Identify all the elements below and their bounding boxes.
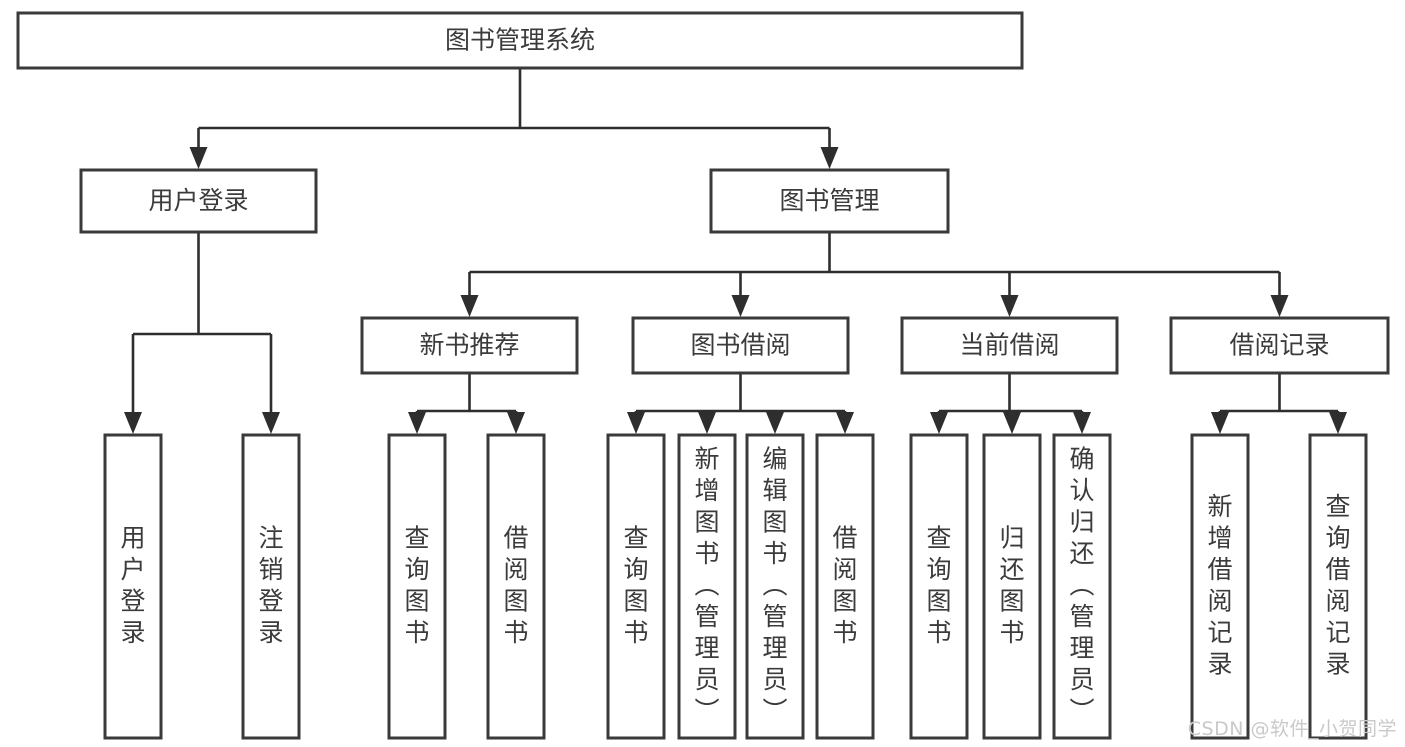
csdn-watermark: CSDN @软件_小贺同学 <box>1187 718 1397 740</box>
node-current-borrow-label: 当前借阅 <box>959 331 1059 360</box>
leaf-node-label: 编辑图书︵管理员︶ <box>762 445 787 726</box>
node-borrow-record-label: 借阅记录 <box>1229 331 1329 360</box>
leaf-node-box <box>982 433 1042 740</box>
node-new-book-recommend[interactable]: 新书推荐 <box>360 316 579 375</box>
leaf-node-label: 查询图书 <box>404 523 429 647</box>
leaf-node-leaf-user-login[interactable]: 用户登录 <box>103 433 163 740</box>
leaf-node-box <box>677 433 737 740</box>
node-user-login-label: 用户登录 <box>148 186 248 215</box>
leaf-node-label: 查询借阅记录 <box>1325 492 1350 679</box>
root-node-root-box <box>16 11 1024 70</box>
arrow-head-icon <box>1073 412 1091 434</box>
arrow-head-icon <box>460 295 479 317</box>
root-node-root-label: 图书管理系统 <box>445 26 595 55</box>
arrow-head-icon <box>731 295 750 317</box>
arrow-head-icon <box>836 412 854 434</box>
leaf-node-leaf-edit-book[interactable]: 编辑图书︵管理员︶ <box>745 433 805 740</box>
node-layer: 图书管理系统用户登录图书管理新书推荐图书借阅当前借阅借阅记录用户登录注销登录查询… <box>16 11 1390 740</box>
leaf-node-leaf-return-book[interactable]: 归还图书 <box>982 433 1042 740</box>
node-borrow-record[interactable]: 借阅记录 <box>1169 316 1390 375</box>
leaf-node-box <box>909 433 969 740</box>
leaf-node-leaf-add-record[interactable]: 新增借阅记录 <box>1190 433 1250 740</box>
leaf-node-leaf-query-book-2[interactable]: 查询图书 <box>606 433 666 740</box>
arrow-head-icon <box>507 412 525 434</box>
leaf-node-leaf-borrow-book-2[interactable]: 借阅图书 <box>815 433 875 740</box>
arrow-head-icon <box>262 412 280 434</box>
leaf-node-box <box>103 433 163 740</box>
arrow-head-icon <box>1000 295 1019 317</box>
leaf-node-box <box>1308 433 1368 740</box>
arrow-head-icon <box>627 412 645 434</box>
node-current-borrow-box <box>900 316 1119 375</box>
leaf-node-box <box>745 433 805 740</box>
leaf-node-leaf-query-book-1[interactable]: 查询图书 <box>387 433 447 740</box>
leaf-node-leaf-query-record[interactable]: 查询借阅记录 <box>1308 433 1368 740</box>
leaf-node-box <box>815 433 875 740</box>
node-current-borrow[interactable]: 当前借阅 <box>900 316 1119 375</box>
arrow-head-icon <box>124 412 142 434</box>
leaf-node-label: 注销登录 <box>258 523 283 647</box>
arrow-head-icon <box>1211 412 1229 434</box>
node-borrow-record-box <box>1169 316 1390 375</box>
node-book-manage-label: 图书管理 <box>779 186 879 215</box>
node-user-login[interactable]: 用户登录 <box>79 168 318 234</box>
leaf-node-label: 查询图书 <box>926 523 951 647</box>
leaf-node-label: 用户登录 <box>120 523 145 647</box>
node-user-login-box <box>79 168 318 234</box>
leaf-node-label: 归还图书 <box>999 523 1024 647</box>
leaf-node-leaf-add-book[interactable]: 新增图书︵管理员︶ <box>677 433 737 740</box>
node-book-manage-box <box>709 168 950 234</box>
arrow-head-icon <box>1003 412 1021 434</box>
leaf-node-box <box>486 433 546 740</box>
leaf-node-label: 查询图书 <box>623 523 648 647</box>
leaf-node-box <box>241 433 301 740</box>
leaf-node-box <box>1052 433 1112 740</box>
arrow-head-icon <box>408 412 426 434</box>
root-node-root[interactable]: 图书管理系统 <box>16 11 1024 70</box>
leaf-node-label: 确认归还︵管理员︶ <box>1069 445 1094 726</box>
leaf-node-label: 借阅图书 <box>503 523 528 647</box>
arrow-head-icon <box>1270 295 1289 317</box>
arrow-head-icon <box>930 412 948 434</box>
arrow-head-icon <box>820 147 839 169</box>
node-book-borrow[interactable]: 图书借阅 <box>631 316 850 375</box>
leaf-node-box <box>606 433 666 740</box>
node-book-borrow-box <box>631 316 850 375</box>
arrow-head-icon <box>766 412 784 434</box>
leaf-node-box <box>387 433 447 740</box>
node-book-borrow-label: 图书借阅 <box>690 331 790 360</box>
arrow-head-icon <box>698 412 716 434</box>
leaf-node-label: 新增借阅记录 <box>1207 492 1232 679</box>
leaf-node-leaf-user-logout[interactable]: 注销登录 <box>241 433 301 740</box>
arrow-head-icon <box>189 147 208 169</box>
leaf-node-box <box>1190 433 1250 740</box>
arrow-head-icon <box>1329 412 1347 434</box>
leaf-node-label: 借阅图书 <box>832 523 857 647</box>
leaf-node-leaf-confirm-return[interactable]: 确认归还︵管理员︶ <box>1052 433 1112 740</box>
leaf-node-leaf-query-book-3[interactable]: 查询图书 <box>909 433 969 740</box>
leaf-node-leaf-borrow-book-1[interactable]: 借阅图书 <box>486 433 546 740</box>
node-new-book-recommend-label: 新书推荐 <box>419 331 519 360</box>
node-new-book-recommend-box <box>360 316 579 375</box>
leaf-node-label: 新增图书︵管理员︶ <box>694 445 719 726</box>
node-book-manage[interactable]: 图书管理 <box>709 168 950 234</box>
connector-layer <box>124 68 1347 434</box>
